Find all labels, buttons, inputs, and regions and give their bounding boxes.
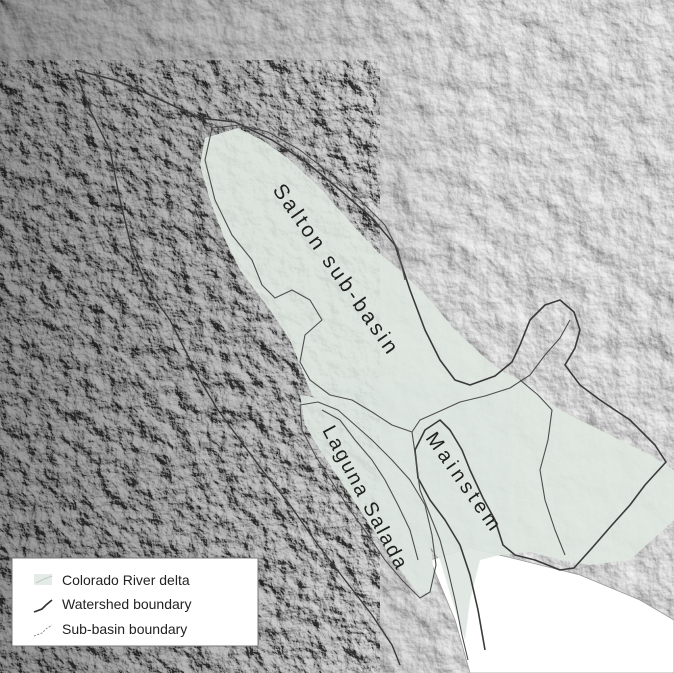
legend-item-watershed-boundary: Watershed boundary (33, 596, 191, 613)
legend-label-colorado-river-delta: Colorado River delta (62, 572, 190, 588)
sub-basin-boundaries (204, 124, 571, 661)
legend-item-colorado-river-delta: Colorado River delta (34, 572, 190, 588)
colorado-river-delta (200, 128, 674, 640)
thin-line-swatch (33, 624, 53, 637)
legend-item-sub-basin-boundary: Sub-basin boundary (33, 621, 187, 637)
watershed-boundary-west (74, 69, 401, 666)
legend-label-watershed-boundary: Watershed boundary (62, 596, 191, 612)
map-legend: Colorado River delta Watershed boundary … (11, 557, 259, 647)
legend-label-sub-basin-boundary: Sub-basin boundary (62, 621, 187, 637)
solid-line-swatch (33, 599, 53, 613)
watershed-boundary (74, 69, 667, 651)
